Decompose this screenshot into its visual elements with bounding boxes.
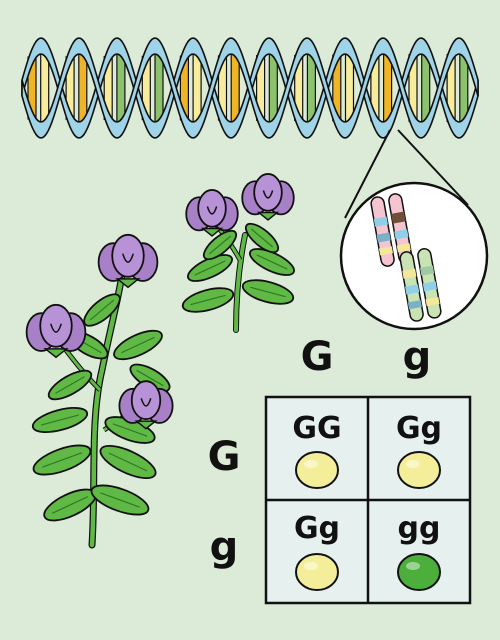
genotype-label: gg xyxy=(398,511,441,546)
top-allele: g xyxy=(403,334,432,380)
top-allele: G xyxy=(301,334,334,380)
flower xyxy=(118,380,174,430)
dna-strand xyxy=(21,37,479,139)
flower xyxy=(185,189,239,237)
genotype-label: Gg xyxy=(294,511,340,546)
pea-seed-icon xyxy=(397,553,441,591)
flower xyxy=(25,303,87,359)
punnett-square: G g G g GG Gg Gg gg xyxy=(208,334,472,605)
side-allele: g xyxy=(210,524,239,570)
pea-seed-icon xyxy=(397,451,441,489)
chromosome-pair-upper xyxy=(370,193,413,267)
genotype-label: Gg xyxy=(396,411,442,446)
chromosome-icon xyxy=(339,181,489,331)
flower xyxy=(241,173,295,221)
flower xyxy=(97,233,159,289)
genotype-label: GG xyxy=(292,411,341,446)
pea-seed-icon xyxy=(295,451,339,489)
pea-seed-icon xyxy=(295,553,339,591)
zoom-lines xyxy=(344,129,469,219)
chromosome-pair-lower xyxy=(399,248,442,322)
side-allele: G xyxy=(208,434,241,480)
pea-plant-icon xyxy=(25,233,174,549)
dna-helix-icon xyxy=(21,37,479,139)
pea-plant-icon xyxy=(181,173,295,333)
